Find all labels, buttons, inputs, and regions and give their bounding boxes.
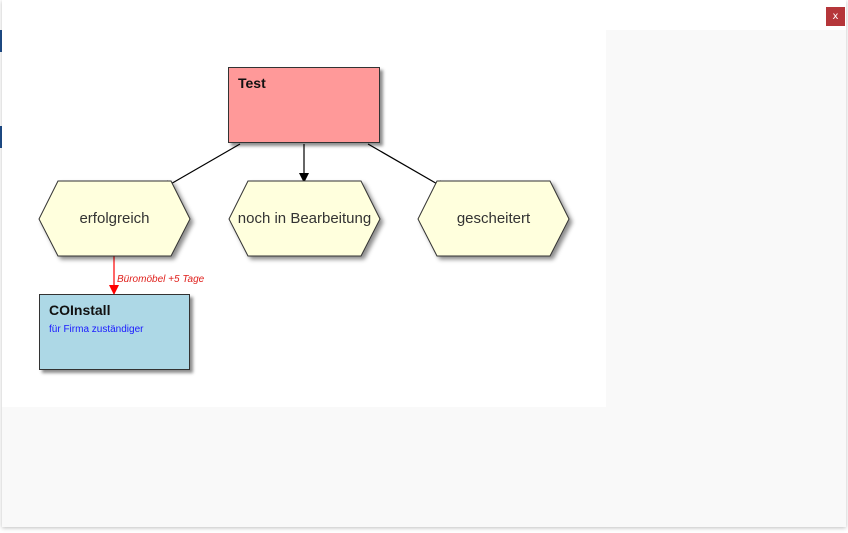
hexagon-bearbeitung[interactable] [228,180,381,257]
node-test[interactable]: Test [228,67,380,143]
hexagon-label-erfolgreich: erfolgreich [79,210,150,227]
left-edge-accent [0,30,2,52]
hexagon-label-bearbeitung: noch in Bearbeitung [237,210,372,227]
canvas-background [606,30,846,407]
node-coinstall[interactable]: COInstall für Firma zuständiger [39,294,190,370]
node-coinstall-subtitle: für Firma zuständiger [49,324,144,335]
hexagon-gescheitert[interactable] [417,180,570,257]
close-button[interactable]: x [826,7,845,26]
dialog-bottom-area [2,407,846,527]
hexagon-erfolgreich[interactable] [38,180,191,257]
left-edge-accent [0,126,2,148]
node-coinstall-title: COInstall [49,302,111,318]
edge-test-gescheitert [367,143,447,190]
edge-label: Büromöbel +5 Tage [117,274,205,285]
node-test-title: Test [238,75,266,91]
hexagon-label-gescheitert: gescheitert [456,210,531,227]
edge-test-erfolgreich [161,143,241,190]
